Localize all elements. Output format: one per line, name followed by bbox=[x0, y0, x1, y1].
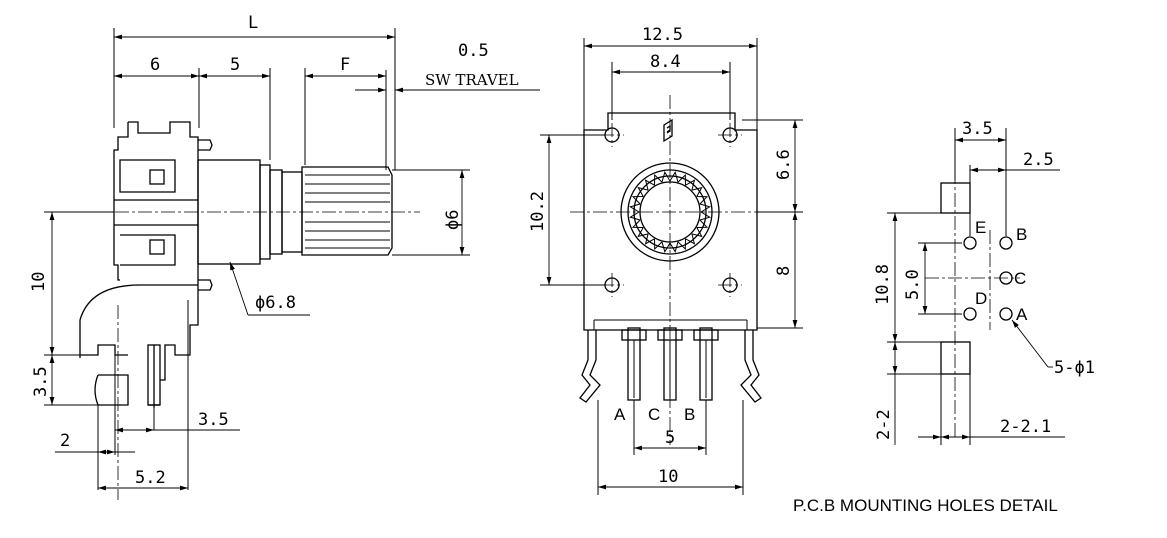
dim-L: L bbox=[248, 13, 258, 33]
dim-8-4: 8.4 bbox=[650, 52, 681, 72]
dim-2: 2 bbox=[60, 431, 70, 451]
pcb-dim-10-8: 10.8 bbox=[873, 264, 893, 305]
holes-callout: 5-ϕ1 bbox=[1054, 358, 1095, 378]
dim-dia-6-8: ϕ6.8 bbox=[255, 293, 296, 313]
dim-8: 8 bbox=[774, 266, 794, 276]
pcb-dim-3-5: 3.5 bbox=[962, 119, 993, 139]
pin-label-B: B bbox=[684, 405, 695, 424]
pcb-dim-2-2: 2-2 bbox=[874, 409, 894, 440]
dim-3-5-horizontal: 3.5 bbox=[198, 410, 229, 430]
sw-travel-label: SW TRAVEL bbox=[425, 71, 519, 89]
pcb-detail: 3.5 2.5 10.8 5.0 E B C D A 5-ϕ1 2-2 2-2.… bbox=[793, 119, 1095, 515]
hole-label-A: A bbox=[1016, 305, 1028, 324]
dim-dia-6: ϕ6 bbox=[443, 210, 463, 230]
dim-5-pitch: 5 bbox=[665, 428, 675, 448]
hole-label-D: D bbox=[975, 289, 987, 308]
dim-0-5: 0.5 bbox=[458, 41, 489, 61]
dim-10-width: 10 bbox=[658, 467, 678, 487]
dim-3-5-vertical: 3.5 bbox=[31, 366, 51, 397]
side-view: L 6 5 F 0.5 SW TRAVEL 10 3.5 3.5 2 5.2 ϕ… bbox=[29, 13, 540, 500]
dim-5-2: 5.2 bbox=[135, 468, 166, 488]
pin-label-A: A bbox=[614, 405, 626, 424]
pcb-dim-2-5: 2.5 bbox=[1023, 150, 1054, 170]
pcb-dim-2-2-1: 2-2.1 bbox=[1000, 417, 1051, 437]
pcb-detail-title: P.C.B MOUNTING HOLES DETAIL bbox=[793, 496, 1058, 515]
front-view: 12.5 8.4 10.2 6.6 8 A C B 5 10 bbox=[528, 25, 803, 495]
dim-6-6: 6.6 bbox=[774, 149, 794, 180]
dim-10: 10 bbox=[29, 272, 49, 292]
dim-5: 5 bbox=[230, 55, 240, 75]
hole-label-E: E bbox=[975, 218, 986, 237]
dim-10-2: 10.2 bbox=[528, 191, 548, 232]
hole-label-C: C bbox=[1014, 269, 1026, 288]
dim-12-5: 12.5 bbox=[642, 25, 683, 45]
hole-label-B: B bbox=[1016, 225, 1027, 244]
pin-label-C: C bbox=[648, 405, 660, 424]
dim-F: F bbox=[340, 55, 350, 75]
pcb-dim-5-0: 5.0 bbox=[903, 269, 923, 300]
dim-6: 6 bbox=[150, 55, 160, 75]
